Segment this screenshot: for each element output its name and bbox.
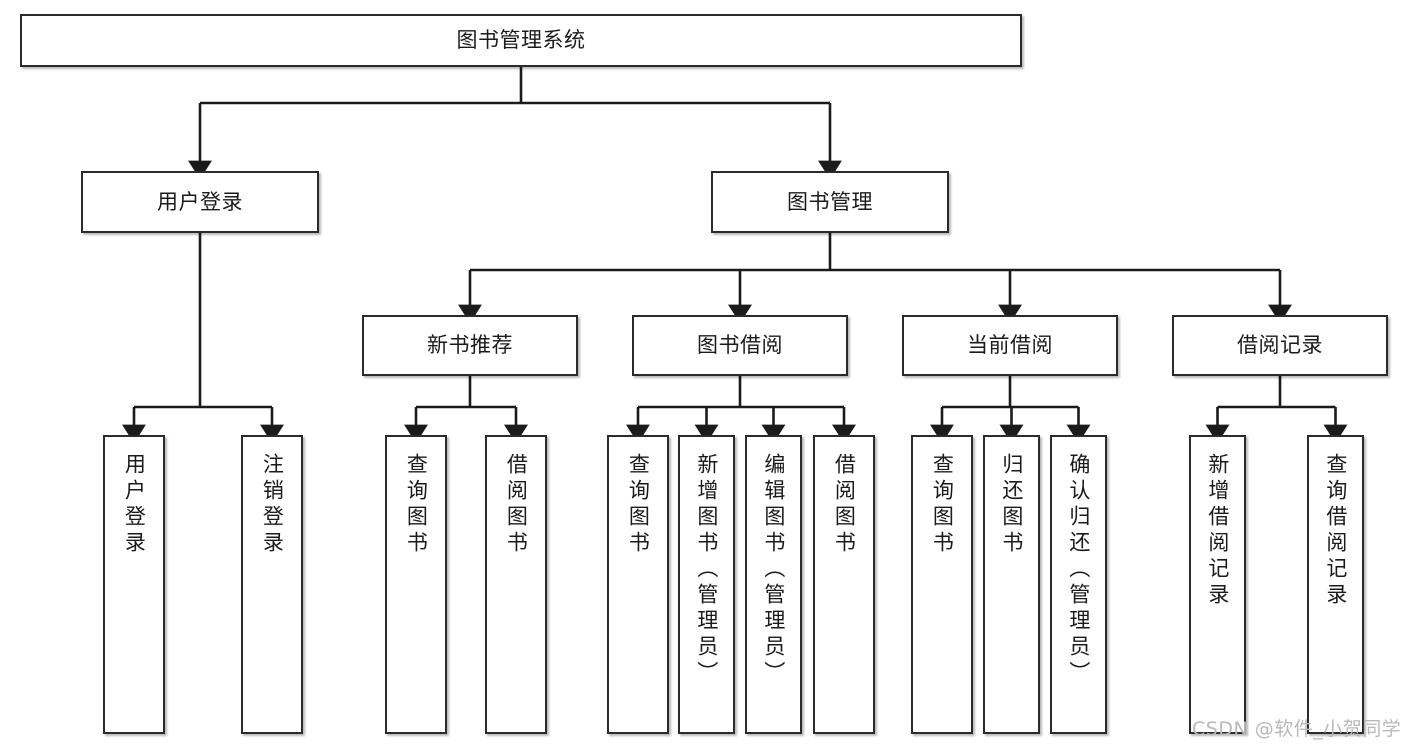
node-f2[interactable]: 注销登录 bbox=[241, 435, 303, 734]
node-l3a[interactable]: 新书推荐 bbox=[362, 315, 578, 376]
node-f5[interactable]: 查询图书 bbox=[607, 435, 669, 734]
node-label: 借阅图书 bbox=[832, 453, 857, 557]
node-f8[interactable]: 借阅图书 bbox=[813, 435, 875, 734]
node-f11[interactable]: 确认归还（管理员） bbox=[1050, 435, 1107, 734]
node-label: 新增借阅记录 bbox=[1205, 453, 1230, 609]
node-label: 用户登录 bbox=[122, 453, 147, 557]
node-f13[interactable]: 查询借阅记录 bbox=[1307, 435, 1364, 734]
node-l3d[interactable]: 借阅记录 bbox=[1172, 315, 1388, 376]
node-label: 图书管理 bbox=[787, 189, 873, 214]
node-label: 查询借阅记录 bbox=[1323, 453, 1348, 609]
node-label: 查询图书 bbox=[626, 453, 651, 557]
node-root[interactable]: 图书管理系统 bbox=[20, 14, 1022, 67]
node-label: 借阅图书 bbox=[504, 453, 529, 557]
node-label: 图书管理系统 bbox=[456, 28, 586, 53]
node-f6[interactable]: 新增图书（管理员） bbox=[678, 435, 735, 734]
node-f10[interactable]: 归还图书 bbox=[983, 435, 1040, 734]
node-f3[interactable]: 查询图书 bbox=[385, 435, 447, 734]
node-l3b[interactable]: 图书借阅 bbox=[632, 315, 848, 376]
node-label: 确认归还（管理员） bbox=[1066, 453, 1091, 687]
node-f4[interactable]: 借阅图书 bbox=[485, 435, 547, 734]
node-label: 图书借阅 bbox=[697, 333, 783, 358]
node-label: 借阅记录 bbox=[1237, 333, 1323, 358]
node-label: 编辑图书（管理员） bbox=[761, 453, 786, 687]
node-label: 查询图书 bbox=[404, 453, 429, 557]
node-label: 查询图书 bbox=[930, 453, 955, 557]
node-f1[interactable]: 用户登录 bbox=[103, 435, 165, 734]
node-label: 当前借阅 bbox=[967, 333, 1053, 358]
node-label: 注销登录 bbox=[260, 453, 285, 557]
node-label: 新增图书（管理员） bbox=[694, 453, 719, 687]
node-f12[interactable]: 新增借阅记录 bbox=[1189, 435, 1246, 734]
node-label: 归还图书 bbox=[999, 453, 1024, 557]
node-f7[interactable]: 编辑图书（管理员） bbox=[745, 435, 802, 734]
node-l3c[interactable]: 当前借阅 bbox=[902, 315, 1118, 376]
node-label: 新书推荐 bbox=[427, 333, 513, 358]
node-l2b[interactable]: 图书管理 bbox=[711, 171, 949, 233]
node-l2a[interactable]: 用户登录 bbox=[81, 171, 319, 233]
node-f9[interactable]: 查询图书 bbox=[911, 435, 973, 734]
node-label: 用户登录 bbox=[157, 189, 243, 214]
